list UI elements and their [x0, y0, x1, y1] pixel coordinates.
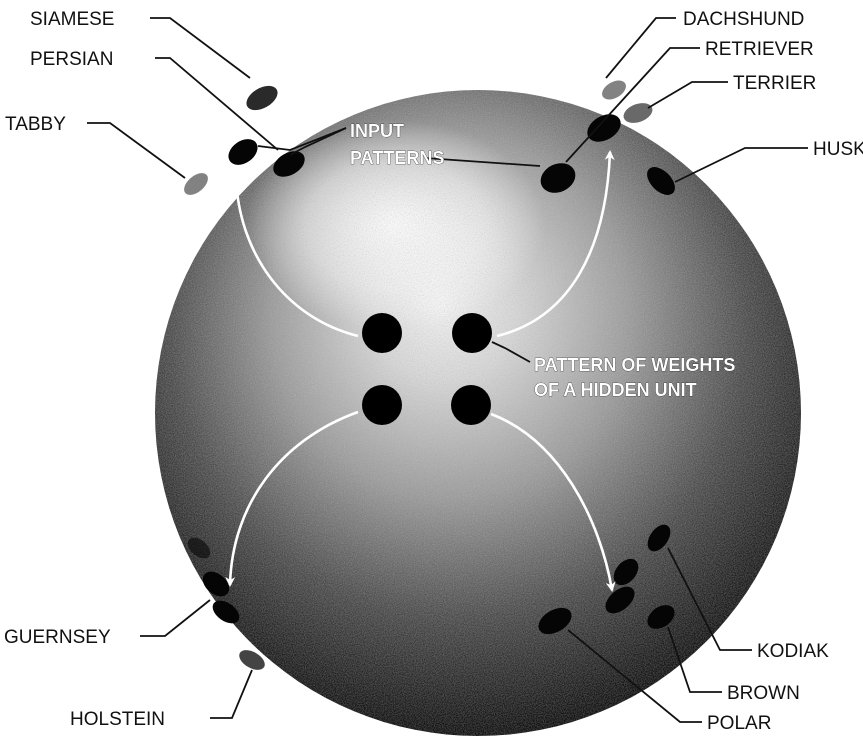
label-terrier: TERRIER — [733, 73, 816, 94]
leader-guernsey — [140, 600, 210, 636]
pattern-spot-dachshund — [599, 77, 630, 104]
weight-dot-top-left — [362, 313, 402, 353]
pattern-spot-tabby-far — [180, 169, 212, 199]
pattern-spot-tabby — [224, 134, 263, 170]
pattern-spot-terrier — [621, 99, 655, 126]
leader-holstein — [210, 670, 252, 718]
label-guernsey: GUERNSEY — [4, 627, 111, 648]
label-holstein: HOLSTEIN — [70, 709, 165, 730]
label-polar: POLAR — [707, 713, 771, 734]
leader-dachshund — [606, 18, 676, 78]
label-persian: PERSIAN — [30, 49, 113, 70]
label-siamese: SIAMESE — [30, 9, 114, 30]
weight-dot-top-right — [452, 313, 492, 353]
leader-terrier — [648, 82, 728, 108]
label-kodiak: KODIAK — [757, 641, 829, 662]
weight-dot-bottom-right — [451, 385, 491, 425]
annotation-weights-line1: PATTERN OF WEIGHTS — [534, 355, 735, 375]
annotation-input-patterns-line1: INPUT — [350, 121, 404, 141]
label-retriever: RETRIEVER — [705, 39, 814, 60]
label-tabby: TABBY — [5, 114, 66, 135]
label-brown: BROWN — [727, 683, 800, 704]
weight-dot-bottom-left — [362, 385, 402, 425]
annotation-weights-line2: OF A HIDDEN UNIT — [534, 380, 697, 400]
label-dachshund: DACHSHUND — [683, 9, 804, 30]
leader-tabby — [87, 123, 185, 178]
leader-siamese — [150, 18, 250, 78]
label-husky: HUSKY — [813, 139, 863, 160]
annotation-input-patterns-line2: PATTERNS — [350, 148, 444, 168]
pattern-spot-siamese — [242, 81, 281, 115]
